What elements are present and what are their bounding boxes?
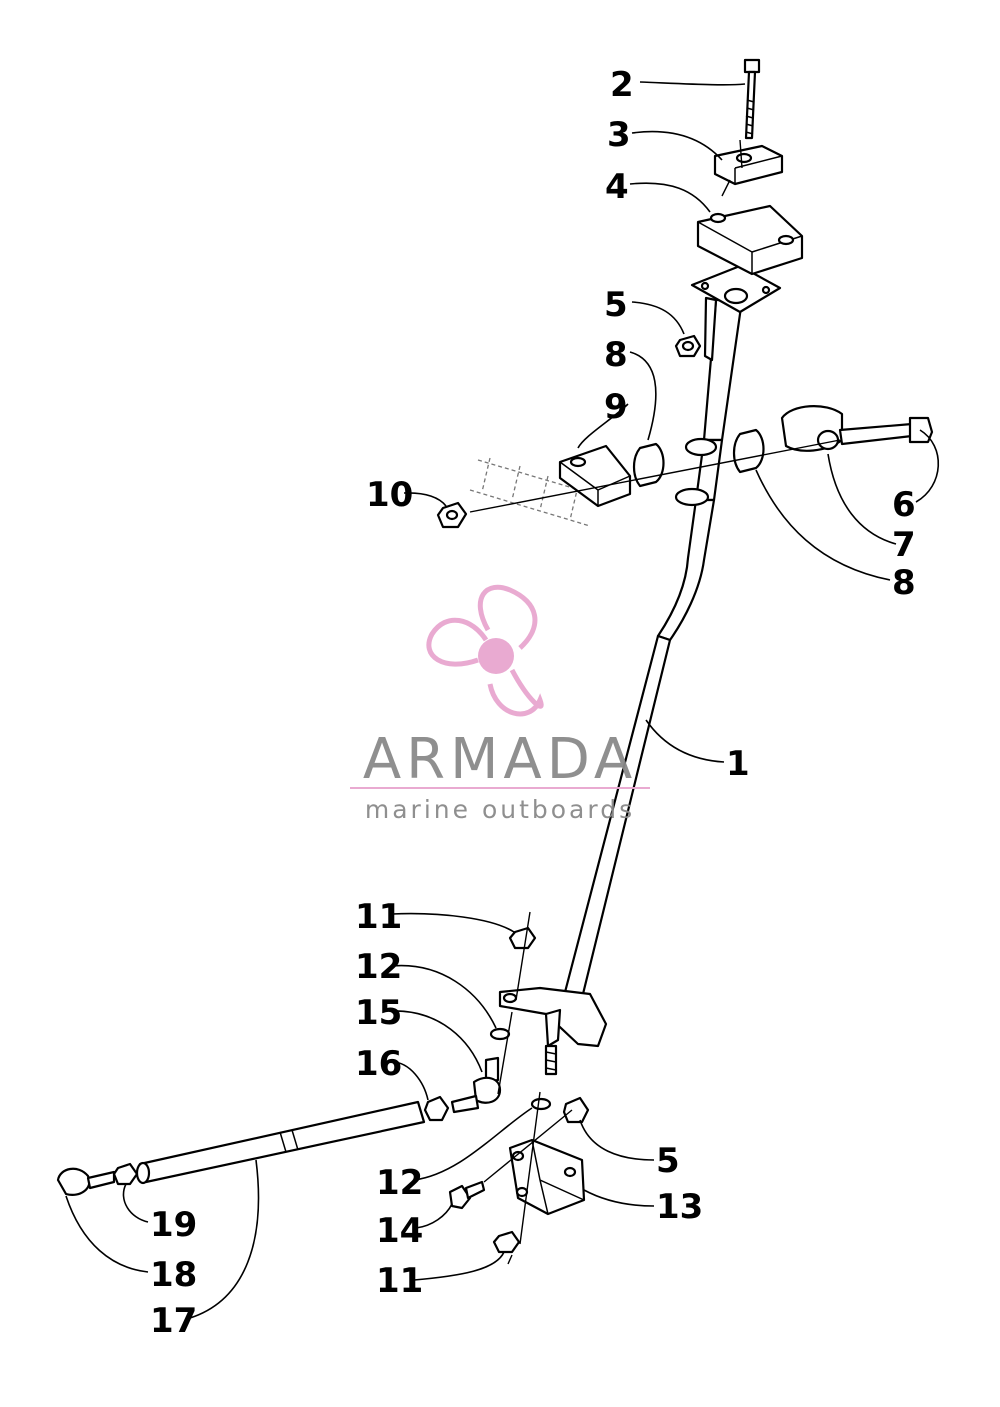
- clamp-part-9: [558, 444, 632, 508]
- callout-3: 3: [607, 115, 631, 155]
- callout-8-lower: 8: [892, 563, 916, 603]
- callout-14: 14: [376, 1211, 423, 1251]
- watermark-brand-name: ARMADA: [363, 727, 637, 792]
- ball-joint-part-15: [472, 1056, 502, 1104]
- callout-1: 1: [726, 744, 750, 784]
- watermark-tagline: marine outboards: [365, 795, 635, 824]
- callout-11-upper: 11: [355, 897, 402, 937]
- armada-watermark: ARMADA marine outboards: [350, 584, 650, 824]
- clamp-cap-part-7: [780, 405, 844, 452]
- handlebar-ghost: [469, 457, 601, 527]
- steering-arm-bracket: [498, 986, 608, 1076]
- callout-16: 16: [355, 1044, 402, 1084]
- propeller-logo-icon: [426, 584, 544, 717]
- nut-part-10: [436, 501, 468, 529]
- callout-6: 6: [892, 485, 916, 525]
- callout-7: 7: [892, 525, 916, 565]
- steering-post-part: [562, 298, 744, 1000]
- tie-rod-end-part-18: [56, 1167, 116, 1196]
- nut-part-19: [112, 1162, 139, 1186]
- callout-15: 15: [355, 993, 402, 1033]
- callout-12-upper: 12: [355, 947, 402, 987]
- callout-11-lower: 11: [376, 1261, 423, 1301]
- clamp-part-3: [713, 144, 784, 186]
- callout-19: 19: [150, 1205, 197, 1245]
- callout-12-lower: 12: [376, 1163, 423, 1203]
- callout-4: 4: [605, 167, 629, 207]
- nut-part-11-lower: [492, 1230, 521, 1254]
- clamp-block-part-4: [696, 204, 804, 276]
- nut-part-5-lower: [562, 1096, 590, 1124]
- bracket-part-13: [508, 1138, 586, 1216]
- callout-2: 2: [610, 65, 634, 105]
- nut-part-5-upper: [674, 334, 702, 358]
- callout-13: 13: [656, 1187, 703, 1227]
- bolt-part-6: [838, 416, 934, 446]
- bolt-part-14: [448, 1180, 486, 1210]
- callout-8-upper: 8: [604, 335, 628, 375]
- callout-9: 9: [604, 387, 628, 427]
- bolt-part-2: [743, 58, 761, 140]
- callout-17: 17: [150, 1301, 197, 1341]
- washer-part-12-lower: [530, 1097, 552, 1111]
- upper-flange-plate-part: [690, 264, 782, 362]
- callout-18: 18: [150, 1255, 197, 1295]
- callout-5-lower: 5: [656, 1141, 680, 1181]
- callout-10: 10: [366, 475, 413, 515]
- bushing-part-8-right: [732, 428, 765, 474]
- nut-part-16: [423, 1095, 450, 1122]
- callout-5-upper: 5: [604, 285, 628, 325]
- washer-part-12-upper: [489, 1027, 511, 1041]
